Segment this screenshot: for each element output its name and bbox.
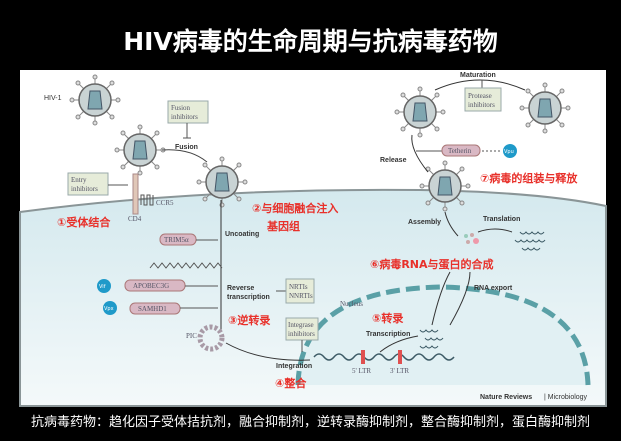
trim5a-text: TRIM5α <box>164 236 189 244</box>
step-6-label: ⑥病毒RNA与蛋白的合成 <box>370 257 494 271</box>
apobec3g-text: APOBEC3G <box>133 282 169 290</box>
label-vpx: Vpx <box>104 306 114 312</box>
cd4-receptor-icon <box>132 173 139 215</box>
nrti-box <box>285 278 315 304</box>
nnrti-text: NNRTIs <box>289 292 313 300</box>
ccr5-receptor-icon <box>140 194 154 206</box>
ltr3-marker <box>398 350 402 364</box>
label-hiv1: HIV-1 <box>44 95 62 102</box>
label-release: Release <box>380 157 407 164</box>
label-translation: Translation <box>483 216 520 223</box>
entry-inhib-text: Entry <box>71 176 87 184</box>
assembly-arrow <box>444 211 459 237</box>
vif-icon <box>97 279 111 293</box>
mature-virion-icon <box>519 82 571 134</box>
hiv-virion-icon <box>69 74 121 126</box>
integration-arrow <box>225 342 311 361</box>
step-7-label: ⑦病毒的组装与释放 <box>480 171 578 185</box>
label-ccr5: CCR5 <box>156 199 174 207</box>
hiv-virion-fusing-icon <box>196 156 248 208</box>
label-cd4: CD4 <box>128 215 142 223</box>
provirus-dna-icon <box>313 353 455 361</box>
step-2-label: ②与细胞融合注入 <box>252 201 338 215</box>
label-vif: Vif <box>99 284 106 290</box>
label-assembly: Assembly <box>408 219 441 226</box>
label-rna-export: RNA export <box>474 285 513 292</box>
fusion-inhibitors-box <box>167 100 209 124</box>
vpx-icon <box>103 301 117 315</box>
tetherin-text: Tetherin <box>448 147 472 155</box>
translation-arrow <box>477 228 513 233</box>
rna-export-arrow <box>431 271 471 326</box>
maturation-arrow <box>434 79 526 91</box>
label-integration: Integration <box>276 363 312 370</box>
ltr5-marker <box>361 350 365 364</box>
label-fusion: Fusion <box>175 144 198 151</box>
fusion-arrow <box>161 149 208 163</box>
entry-inhib-text: inhibitors <box>71 185 98 193</box>
viral-rna-icon <box>149 262 223 269</box>
drug-caption: 抗病毒药物：趋化因子受体拮抗剂，融合抑制剂，逆转录酶抑制剂，整合酶抑制剂，蛋白酶… <box>30 415 590 430</box>
pic-complex-icon <box>197 324 225 352</box>
label-rt: Reverse <box>227 285 254 292</box>
release-arrow <box>411 134 429 173</box>
step-4-label: ④整合 <box>275 376 307 390</box>
cytoplasm-rna-icon <box>514 231 546 251</box>
tetherin-pill <box>441 144 481 157</box>
entry-inhibitors-box <box>67 172 109 196</box>
fusion-inhib-text: inhibitors <box>171 113 198 121</box>
immature-virion-icon <box>394 86 446 138</box>
viral-mrna-icon <box>419 329 444 349</box>
vpu-icon <box>503 144 517 158</box>
hiv-virion-binding-icon <box>114 124 166 176</box>
label-5ltr: 5' LTR <box>352 367 371 375</box>
samhd1-text: SAMHD1 <box>138 305 167 313</box>
nrti-text: NRTIs <box>289 283 308 291</box>
integrase-text: Integrase <box>288 321 314 329</box>
step-2-label-cont: 基因组 <box>266 219 300 233</box>
label-transcription: Transcription <box>366 331 410 338</box>
protease-inhibitors-box <box>464 87 502 112</box>
transcription-arrow <box>379 335 419 353</box>
step-1-label: ①受体结合 <box>57 215 111 229</box>
step-5-label: ⑤转录 <box>372 311 403 325</box>
label-rt: transcription <box>227 294 270 301</box>
label-maturation: Maturation <box>460 72 496 79</box>
fusion-inhib-text: Fusion <box>171 104 191 112</box>
budding-virion-icon <box>419 160 471 212</box>
step-3-label: ③逆转录 <box>228 313 270 327</box>
viral-proteins-icon <box>464 233 479 244</box>
label-3ltr: 3' LTR <box>390 367 409 375</box>
protease-text: Protease <box>468 92 492 100</box>
label-uncoating: Uncoating <box>225 231 259 238</box>
label-vpu: Vpu <box>504 149 514 155</box>
credit-section: | Microbiology <box>544 394 588 401</box>
credit-journal: Nature Reviews <box>480 394 532 401</box>
integrase-text: inhibitors <box>288 330 315 338</box>
protease-text: inhibitors <box>468 101 495 109</box>
label-pic: PIC <box>186 332 197 340</box>
page-title: HIV病毒的生命周期与抗病毒药物 <box>123 27 498 56</box>
label-nucleus: Nucleus <box>340 300 363 308</box>
